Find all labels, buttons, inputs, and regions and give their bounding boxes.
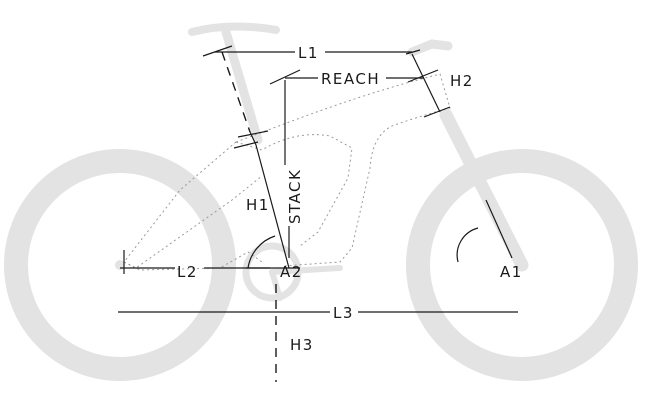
saddle [188,22,280,36]
dim-reach: REACH [269,69,424,88]
label-reach: REACH [321,70,380,88]
label-l2: L2 [177,263,198,281]
front-hub [517,260,527,270]
label-h3: H3 [290,336,314,354]
dim-h1: H1 [246,196,270,214]
label-l1: L1 [298,44,319,62]
label-h1: H1 [246,196,270,214]
label-h2: H2 [450,72,474,90]
dim-h2: H2 [407,53,474,118]
crank-arm [269,265,343,275]
front-wheel [406,149,638,381]
fork [439,108,529,272]
dim-a1: A1 [456,199,523,281]
label-stack: STACK [286,169,304,224]
stem-handlebar [407,39,453,57]
label-a2: A2 [280,263,303,281]
dim-l1: L1 [202,44,421,62]
seat-tube-axis [221,51,290,269]
a2-arc [247,235,276,269]
a1-arc [456,227,479,263]
rear-wheel [4,149,236,381]
dim-stack: STACK [284,80,304,258]
dim-l2: L2 [120,250,270,281]
dim-h3: H3 [275,284,314,382]
label-l3: L3 [333,304,354,322]
label-a1: A1 [500,263,523,281]
dim-l3: L3 [118,304,518,322]
bike-silhouette [4,22,638,381]
seat-tube-outline [235,134,353,247]
seatpost [221,27,263,145]
